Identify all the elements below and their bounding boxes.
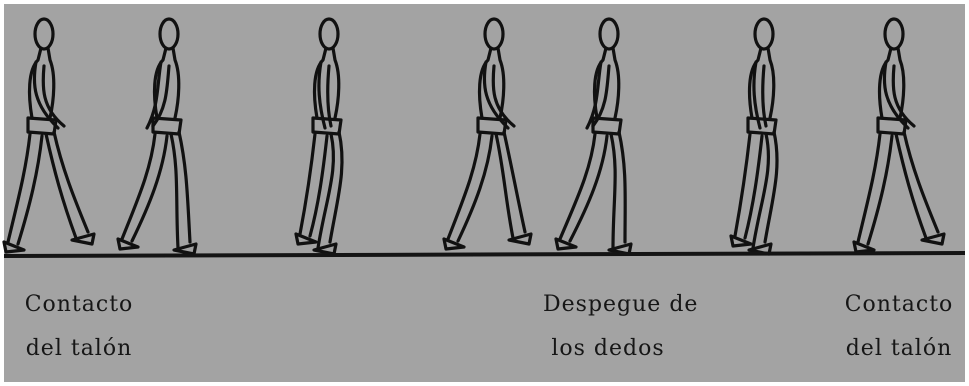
label-heel-strike-start-line2: del talón xyxy=(25,336,133,361)
walker-front-leg xyxy=(44,130,90,240)
walker-figure xyxy=(852,17,946,254)
walker-arm xyxy=(317,60,333,130)
label-heel-strike-end: Contacto del talón xyxy=(836,283,962,371)
walker-back-foot xyxy=(554,237,578,251)
walker-head xyxy=(598,17,620,51)
label-toe-off: Despegue de los dedos xyxy=(543,283,699,371)
walker-head xyxy=(33,17,55,51)
walker-back-foot xyxy=(294,232,318,246)
walker-torso xyxy=(312,46,341,120)
walker-back-foot xyxy=(2,240,26,254)
walker-figure xyxy=(294,17,344,256)
walker-arm xyxy=(585,60,611,130)
walker-front-foot xyxy=(70,232,96,246)
walker-arm xyxy=(145,60,171,130)
walker-front-foot xyxy=(312,242,338,256)
walker-front-foot xyxy=(172,242,198,256)
walker-head xyxy=(883,17,905,51)
walker-front-foot xyxy=(507,232,533,246)
walker-front-foot xyxy=(920,232,946,246)
walker-hips xyxy=(746,116,778,136)
walker-figure xyxy=(729,17,779,256)
walker-back-leg xyxy=(856,132,894,246)
walker-torso xyxy=(747,46,776,120)
walker-head xyxy=(753,17,775,51)
walker-front-leg xyxy=(751,130,779,250)
walker-front-leg xyxy=(894,130,940,240)
walkers-group xyxy=(2,17,946,256)
walker-figure xyxy=(2,17,96,254)
walker-arm xyxy=(482,60,516,130)
label-toe-off-line2: los dedos xyxy=(551,336,665,361)
walker-head xyxy=(483,17,505,51)
ground-line xyxy=(3,251,966,258)
walker-front-leg xyxy=(609,130,627,250)
walker-back-leg xyxy=(733,132,764,240)
walker-front-leg xyxy=(316,130,344,250)
walker-head xyxy=(158,17,180,51)
label-heel-strike-end-line2: del talón xyxy=(845,336,953,361)
walker-front-leg xyxy=(494,130,527,240)
walker-torso xyxy=(592,46,621,120)
walker-back-leg xyxy=(446,132,494,243)
label-heel-strike-start: Contacto del talón xyxy=(14,283,144,371)
walker-back-leg xyxy=(558,132,609,243)
walker-arm xyxy=(882,60,916,130)
walker-figure xyxy=(442,17,533,251)
walker-figure xyxy=(116,17,198,256)
walker-back-leg xyxy=(120,132,169,243)
walker-arm xyxy=(752,60,768,130)
walker-head xyxy=(318,17,340,51)
walker-back-foot xyxy=(729,234,753,248)
label-toe-off-line1: Despegue de xyxy=(543,292,699,317)
walker-figure xyxy=(554,17,633,256)
walker-front-leg xyxy=(169,130,192,250)
walker-front-foot xyxy=(607,242,633,256)
walker-hips xyxy=(311,116,343,136)
walker-back-foot xyxy=(442,237,466,251)
walker-back-leg xyxy=(6,132,44,246)
walker-back-foot xyxy=(116,237,140,251)
walker-arm xyxy=(32,60,66,130)
walker-back-foot xyxy=(852,240,876,254)
label-heel-strike-start-line1: Contacto xyxy=(24,292,134,317)
walker-back-leg xyxy=(298,132,329,238)
label-heel-strike-end-line1: Contacto xyxy=(844,292,954,317)
walker-torso xyxy=(152,46,181,120)
